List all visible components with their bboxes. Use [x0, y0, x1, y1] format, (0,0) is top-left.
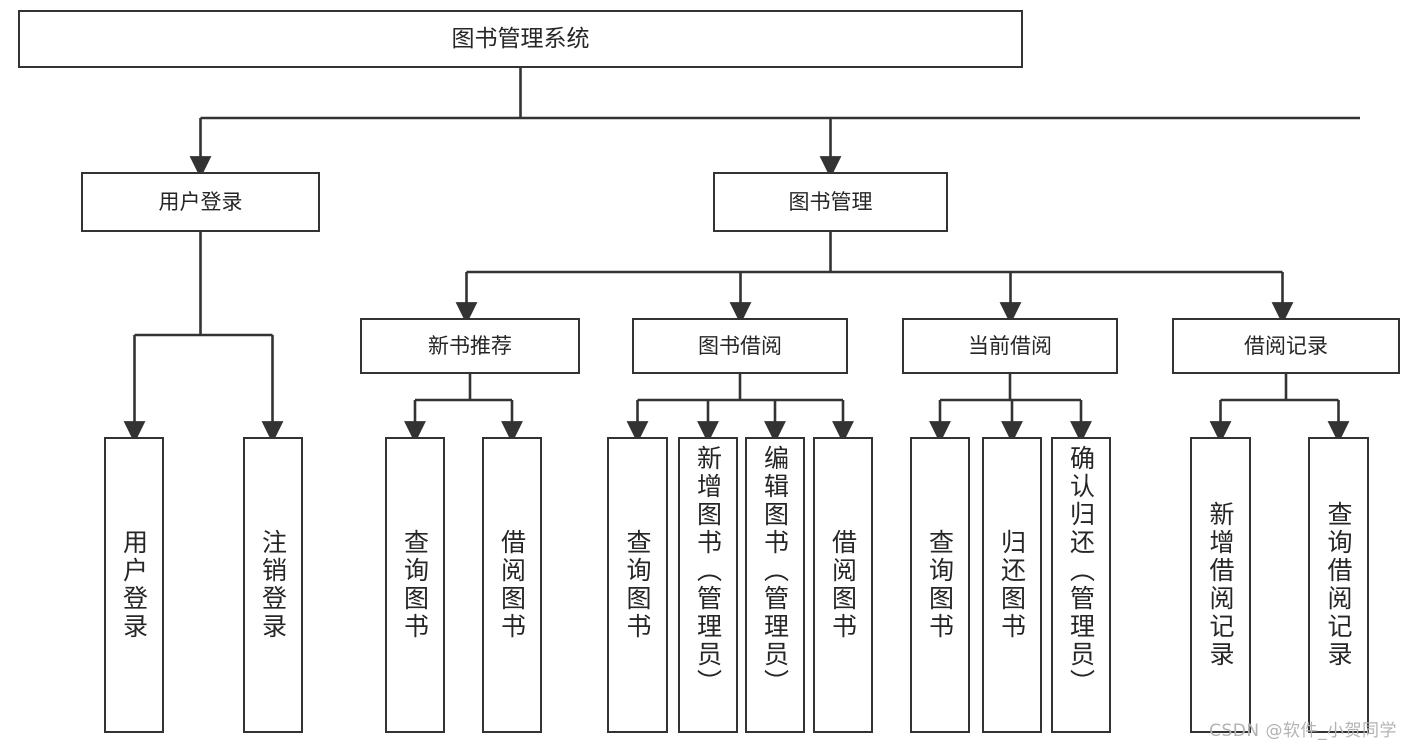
node-current-borrow[interactable]: 当前借阅	[902, 318, 1118, 374]
node-book-manage-label: 图书管理	[788, 189, 873, 214]
node-leaf-nb-query[interactable]: 查询图书	[385, 437, 445, 733]
node-root-label: 图书管理系统	[451, 25, 590, 52]
node-leaf-cur-confirm-label: 确认归还（管理员）	[1066, 445, 1096, 697]
node-leaf-rec-query[interactable]: 查询借阅记录	[1308, 437, 1369, 733]
node-leaf-bb-add-label: 新增图书（管理员）	[693, 445, 723, 697]
node-borrow-record-label: 借阅记录	[1244, 333, 1328, 358]
node-new-book-recommend-label: 新书推荐	[428, 333, 512, 358]
csdn-watermark: CSDN @软件_小贺同学	[1209, 721, 1397, 741]
node-current-borrow-label: 当前借阅	[968, 333, 1052, 358]
node-root[interactable]: 图书管理系统	[18, 10, 1023, 68]
node-borrow-record[interactable]: 借阅记录	[1172, 318, 1400, 374]
node-book-manage[interactable]: 图书管理	[713, 172, 948, 232]
node-leaf-cur-query-label: 查询图书	[925, 529, 955, 641]
node-leaf-nb-query-label: 查询图书	[400, 529, 430, 641]
node-leaf-cur-confirm[interactable]: 确认归还（管理员）	[1051, 437, 1111, 733]
node-leaf-rec-query-label: 查询借阅记录	[1324, 501, 1353, 669]
node-leaf-bb-add[interactable]: 新增图书（管理员）	[678, 437, 738, 733]
node-user-login-label: 用户登录	[158, 189, 243, 214]
node-leaf-bb-borrow[interactable]: 借阅图书	[813, 437, 873, 733]
node-leaf-rec-add[interactable]: 新增借阅记录	[1190, 437, 1251, 733]
node-new-book-recommend[interactable]: 新书推荐	[360, 318, 580, 374]
node-book-borrow[interactable]: 图书借阅	[632, 318, 848, 374]
node-leaf-cur-return[interactable]: 归还图书	[982, 437, 1042, 733]
node-leaf-bb-edit-label: 编辑图书（管理员）	[760, 445, 790, 697]
node-leaf-cur-query[interactable]: 查询图书	[910, 437, 970, 733]
node-leaf-user-login-label: 用户登录	[119, 529, 149, 641]
node-leaf-user-logout-label: 注销登录	[258, 529, 288, 641]
node-leaf-nb-borrow[interactable]: 借阅图书	[482, 437, 542, 733]
node-leaf-nb-borrow-label: 借阅图书	[497, 529, 527, 641]
node-leaf-bb-edit[interactable]: 编辑图书（管理员）	[745, 437, 805, 733]
node-leaf-bb-query[interactable]: 查询图书	[607, 437, 668, 733]
node-leaf-user-login[interactable]: 用户登录	[104, 437, 164, 733]
node-leaf-bb-borrow-label: 借阅图书	[828, 529, 858, 641]
node-leaf-user-logout[interactable]: 注销登录	[243, 437, 303, 733]
node-leaf-rec-add-label: 新增借阅记录	[1206, 501, 1235, 669]
node-user-login[interactable]: 用户登录	[81, 172, 320, 232]
node-leaf-bb-query-label: 查询图书	[623, 529, 652, 641]
node-leaf-cur-return-label: 归还图书	[997, 529, 1027, 641]
node-book-borrow-label: 图书借阅	[698, 333, 782, 358]
